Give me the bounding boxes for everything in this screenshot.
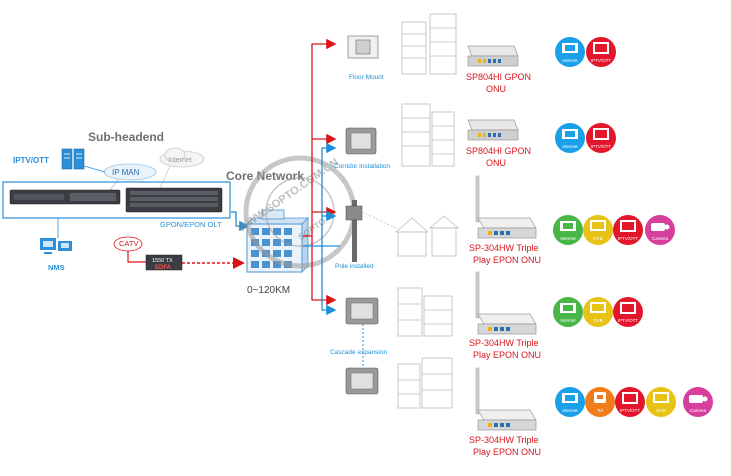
nms-label: NMS bbox=[48, 263, 65, 272]
dvb-service-icon: DVB bbox=[646, 387, 676, 417]
iptv-service-icon: IPTV/OTT bbox=[615, 387, 645, 417]
onu-1-line2: ONU bbox=[486, 84, 506, 94]
internet-service-icon: Internet bbox=[553, 297, 583, 327]
nms-computer-icon bbox=[40, 238, 72, 254]
onu-3-line1: SP-304HW Triple bbox=[469, 243, 539, 253]
service-label: DVB bbox=[656, 408, 665, 413]
edfa-label: EDFA bbox=[155, 265, 172, 271]
pole-label: Pole installed bbox=[335, 263, 374, 270]
onu-epon-wifi-device-icon bbox=[475, 367, 537, 431]
floor-mount-node-icon bbox=[347, 35, 379, 59]
service-badges: Internet IPTV/OTT Internet IPTV/OTT Inte bbox=[553, 37, 713, 417]
floor-buildings-icon bbox=[401, 13, 457, 75]
dvb-service-icon: DVB bbox=[583, 297, 613, 327]
onu-4-line1: SP-304HW Triple bbox=[469, 338, 539, 348]
service-label: Internet bbox=[560, 236, 576, 241]
edfa-tx-label: 1550 TX bbox=[152, 258, 173, 264]
installation-sites: Floor Mount Corridor installation Pole i… bbox=[330, 13, 460, 409]
service-label: Tel bbox=[597, 408, 603, 413]
olt-device-icon bbox=[9, 187, 223, 213]
onu-1-line1: SP804HI GPON bbox=[466, 72, 531, 82]
core-building-icon bbox=[246, 209, 309, 273]
distance-label: 0~120KM bbox=[247, 285, 290, 296]
onu-epon-wifi-device-icon bbox=[475, 175, 537, 239]
internet-service-icon: Internet bbox=[555, 387, 585, 417]
tel-service-icon: Tel bbox=[585, 387, 615, 417]
onu-2-line2: ONU bbox=[486, 158, 506, 168]
service-label: IPTV/OTT bbox=[620, 408, 641, 413]
internet-cloud-label: Internet bbox=[168, 157, 192, 164]
dvb-service-icon: DVB bbox=[583, 215, 613, 245]
service-label: DVB bbox=[593, 318, 602, 323]
core-network-title: Core Network bbox=[226, 169, 304, 183]
camera-service-icon: Camera bbox=[645, 215, 675, 245]
service-label: Internet bbox=[562, 58, 578, 63]
iptv-ott-label: IPTV/OTT bbox=[13, 156, 49, 165]
corridor-node-icon bbox=[345, 127, 377, 155]
service-label: Internet bbox=[562, 408, 578, 413]
floor-mount-label: Floor Mount bbox=[349, 74, 384, 81]
olt-frame bbox=[2, 181, 231, 219]
iptv-service-icon: IPTV/OTT bbox=[613, 297, 643, 327]
iptv-service-icon: IPTV/OTT bbox=[586, 123, 616, 153]
fiber-lines bbox=[303, 38, 364, 368]
service-label: Camera bbox=[690, 408, 707, 413]
olt-label: GPON/EPON OLT bbox=[160, 220, 222, 229]
cascade-node-icon bbox=[345, 297, 379, 395]
pole-houses-icon bbox=[361, 211, 460, 257]
onu-devices: SP804HI GPON ONU SP804HI GPON ONU SP-304… bbox=[466, 45, 541, 457]
corridor-label: Corridor installation bbox=[334, 163, 390, 170]
iptv-service-icon: IPTV/OTT bbox=[613, 215, 643, 245]
service-label: Camera bbox=[652, 236, 669, 241]
service-label: IPTV/OTT bbox=[591, 144, 612, 149]
internet-cloud-icon bbox=[159, 147, 205, 168]
cascade-label: Cascade expansion bbox=[330, 349, 387, 356]
service-label: Internet bbox=[560, 318, 576, 323]
iptv-service-icon: IPTV/OTT bbox=[586, 37, 616, 67]
sub-headend-title: Sub-headend bbox=[88, 130, 164, 144]
onu-4-line2: Play EPON ONU bbox=[473, 350, 541, 360]
onu-5-line1: SP-304HW Triple bbox=[469, 435, 539, 445]
onu-gpon-device-icon bbox=[467, 119, 519, 141]
internet-service-icon: Internet bbox=[555, 37, 585, 67]
onu-epon-wifi-device-icon bbox=[475, 271, 537, 335]
pole-node-icon bbox=[345, 200, 363, 262]
server-icon bbox=[61, 148, 85, 170]
corridor-buildings-icon bbox=[401, 103, 455, 167]
service-label: Internet bbox=[562, 144, 578, 149]
cascade-buildings-icon bbox=[397, 287, 453, 409]
onu-5-line2: Play EPON ONU bbox=[473, 447, 541, 457]
sub-headend-section: Sub-headend IPTV/OTT IP MAN Internet bbox=[2, 130, 250, 272]
onu-2-line1: SP804HI GPON bbox=[466, 146, 531, 156]
core-network-section: Core Network 0~120KM bbox=[226, 169, 309, 296]
internet-service-icon: Internet bbox=[555, 123, 585, 153]
camera-service-icon: Camera bbox=[683, 387, 713, 417]
service-label: IPTV/OTT bbox=[591, 58, 612, 63]
ip-man-label: IP MAN bbox=[112, 168, 140, 177]
service-label: DVB bbox=[593, 236, 602, 241]
catv-label: CATV bbox=[119, 239, 138, 248]
service-label: IPTV/OTT bbox=[618, 318, 639, 323]
onu-gpon-device-icon bbox=[467, 45, 519, 67]
service-label: IPTV/OTT bbox=[618, 236, 639, 241]
internet-service-icon: Internet bbox=[553, 215, 583, 245]
onu-3-line2: Play EPON ONU bbox=[473, 255, 541, 265]
